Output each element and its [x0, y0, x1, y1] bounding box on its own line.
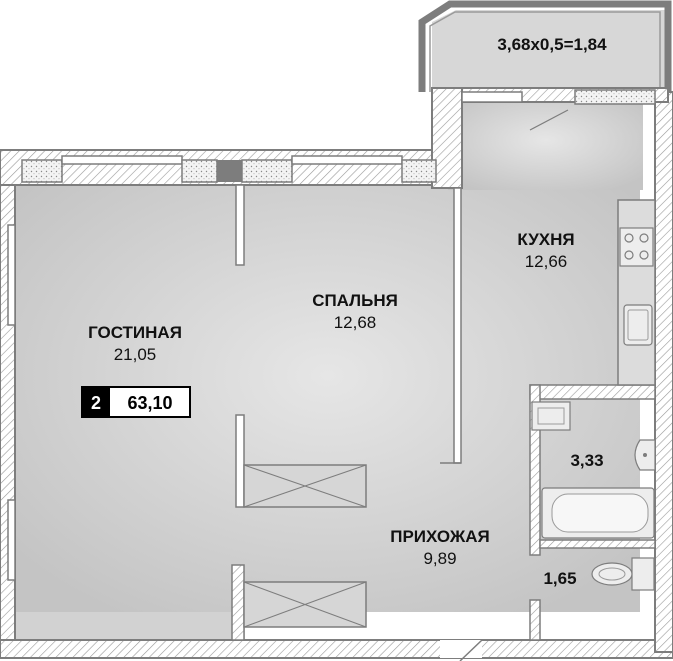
- room-name-hallway: ПРИХОЖАЯ: [390, 527, 490, 546]
- entrance-door: [440, 109, 569, 661]
- room-name-bedroom: СПАЛЬНЯ: [312, 291, 398, 310]
- room-area-kitchen: 12,66: [525, 252, 568, 271]
- bathroom-area: 3,33: [570, 451, 603, 470]
- room-name-living: ГОСТИНАЯ: [88, 323, 182, 342]
- washing-machine-icon: [531, 401, 571, 431]
- room-area-hallway: 9,89: [423, 549, 456, 568]
- wardrobe: [243, 464, 367, 628]
- balcony-area: 3,68x0,5=1,84: [497, 35, 607, 54]
- kitchen-sink-icon: [623, 304, 653, 346]
- room-area-bedroom: 12,68: [334, 313, 377, 332]
- windows: [7, 89, 656, 581]
- stove-icon: [619, 227, 654, 267]
- room-area-living: 21,05: [114, 345, 157, 364]
- interior-walls: [231, 184, 656, 641]
- room-name-kitchen: КУХНЯ: [517, 230, 574, 249]
- bathtub-icon: [541, 487, 655, 539]
- room-count: 2: [91, 393, 101, 413]
- toilet-icon: [591, 557, 655, 591]
- apartment-badge: 2 63,10: [81, 386, 191, 418]
- washbasin-icon: [634, 439, 656, 471]
- total-area: 63,10: [127, 393, 172, 413]
- balcony-outline: [418, 0, 672, 92]
- toilet-area: 1,65: [543, 569, 576, 588]
